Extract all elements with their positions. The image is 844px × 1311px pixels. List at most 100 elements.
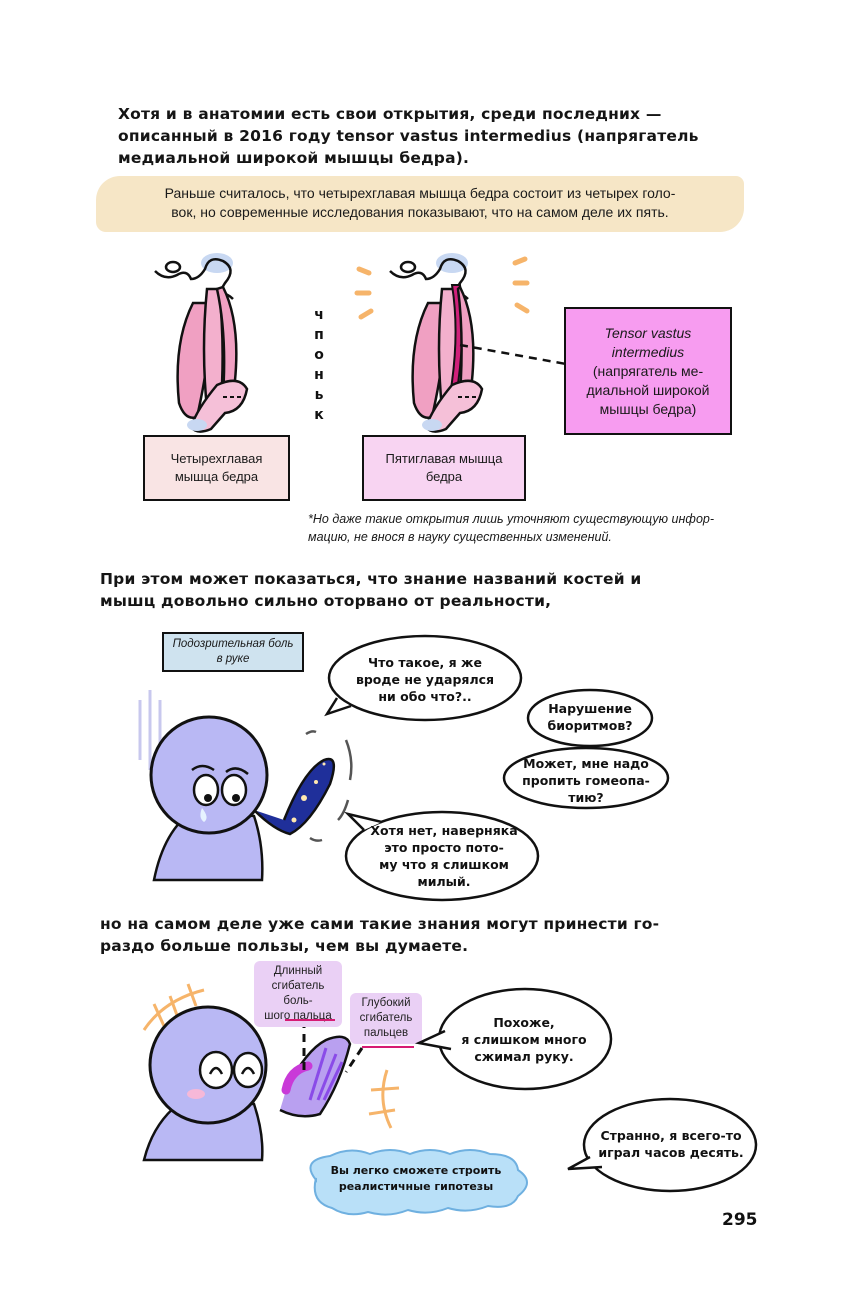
dashed-line: [459, 343, 567, 366]
bubble-3-text: Может, мне надо пропить гомеопа- тию?: [506, 755, 666, 806]
label-line: мышца бедра: [174, 469, 259, 484]
bubble-line: сжимал руку.: [474, 1049, 574, 1064]
speech-bubble-2: [526, 688, 654, 748]
quadriceps-label-box: Четырехглавая мышца бедра: [143, 435, 290, 501]
intro-line: Хотя и в анатомии есть свои открытия, ср…: [118, 105, 662, 123]
paragraph-3: но на самом деле уже сами такие знания м…: [100, 913, 760, 957]
callout-line: мышцы бедра): [599, 400, 697, 417]
bubble-line: му что я слишком: [379, 857, 509, 872]
dashed-line: [344, 1047, 364, 1073]
thought-cloud: [309, 1149, 528, 1216]
cloud-line: реалистичные гипотезы: [338, 1180, 494, 1193]
footnote-line: *Но даже такие открытия лишь уточняют су…: [308, 512, 715, 526]
speech-bubble-3: [502, 746, 670, 810]
five-headed-muscle-illustration: [389, 253, 484, 433]
speech-bubble-6: [567, 1097, 758, 1193]
sparkle-dash: [514, 302, 530, 314]
paragraph-line: мышц довольно сильно оторвано от реально…: [100, 592, 552, 610]
footnote-line: мацию, не внося в науку существенных изм…: [308, 530, 612, 544]
bone-shade: [187, 419, 207, 431]
bubble-line: Что такое, я же: [368, 655, 482, 670]
bubble-2-text: Нарушение биоритмов?: [530, 700, 650, 734]
callout-pointer: [459, 343, 567, 366]
sparkle-dash: [358, 308, 374, 320]
speech-bubble-5: [414, 987, 613, 1091]
vertical-letter: к: [314, 407, 324, 423]
tag-line: шого пальца: [264, 1010, 332, 1022]
tag-line: Длинный: [273, 965, 323, 977]
bubble-line: я слишком много: [461, 1032, 587, 1047]
flexor-tendons: [308, 1047, 344, 1101]
callout-line: (напрягатель ме-: [592, 362, 704, 379]
bubble-line: Нарушение: [548, 701, 632, 716]
vertical-word: ч п о н ь к: [309, 305, 329, 425]
eye-icon: [198, 1050, 234, 1090]
banner-line: Раньше считалось, что четырехглавая мышц…: [164, 185, 676, 201]
cloud-line: Вы легко сможете строить: [330, 1164, 502, 1177]
vertical-letter: о: [314, 347, 324, 363]
sparkle-dash: [356, 266, 372, 276]
blush: [187, 1089, 205, 1099]
bubble-line: Похоже,: [493, 1015, 555, 1030]
bubble-line: Хотя нет, наверняка: [370, 823, 518, 838]
sparkle-squiggle: [368, 1069, 400, 1129]
paragraph-line: При этом может показаться, что знание на…: [100, 570, 642, 588]
sparkle-marks: [142, 983, 205, 1031]
underline-mark: [285, 1019, 335, 1021]
bubble-line: это просто пото-: [384, 840, 504, 855]
tag-line: сгибатель боль-: [271, 980, 325, 1007]
tear-icon: [200, 808, 207, 822]
label-line: бедра: [425, 469, 463, 484]
paragraph-line: раздо больше пользы, чем вы думаете.: [100, 937, 469, 955]
knee-bone: [424, 379, 484, 433]
bubble-line: пропить гомеопа-: [522, 773, 650, 788]
galaxy-hand: [253, 757, 336, 836]
page-number: 295: [722, 1210, 758, 1230]
eyebrow: [225, 767, 249, 775]
underline-mark: [362, 1046, 414, 1048]
bubble-4-text: Хотя нет, наверняка это просто пото- му …: [362, 822, 526, 890]
intro-line: описанный в 2016 году tensor vastus inte…: [118, 127, 699, 145]
bubble-line: Странно, я всего-то: [600, 1128, 742, 1143]
bone-hole: [164, 260, 182, 274]
label-line: Четырехглавая: [170, 451, 263, 466]
pain-caption-box: Подозрительная боль в руке: [162, 632, 304, 672]
bone-shade: [422, 419, 442, 431]
deep-flexor-tag: Глубокий сгибатель пальцев: [350, 993, 422, 1044]
intro-line: медиальной широкой мышцы бедра).: [118, 149, 470, 167]
tag-line: Глубокий: [361, 997, 411, 1009]
speech-bubble-4: [344, 810, 540, 902]
closed-eye: [208, 1066, 224, 1075]
eye-icon: [220, 773, 248, 807]
worried-character: [138, 690, 353, 882]
vertical-letter: ь: [314, 387, 324, 403]
bone-shade: [436, 253, 468, 273]
bone-hole: [399, 260, 417, 274]
stars: [291, 762, 326, 823]
cloud-text: Вы легко сможете строить реалистичные ги…: [316, 1163, 516, 1195]
label-line: Пятиглавая мышца: [385, 451, 503, 466]
sparkle-dash: [512, 256, 528, 266]
bubble-line: биоритмов?: [547, 718, 633, 733]
callout-line: диальной широкой: [586, 381, 710, 398]
happy-character: [142, 983, 352, 1162]
bubble-line: милый.: [417, 874, 471, 889]
eye-icon: [232, 1051, 264, 1089]
closed-eye: [240, 1066, 256, 1075]
sparkle-marks: [354, 256, 530, 320]
bubble-line: Может, мне надо: [523, 756, 649, 771]
quadriceps-illustration: [154, 253, 249, 433]
paragraph-line: но на самом деле уже сами такие знания м…: [100, 915, 660, 933]
pain-aura: [305, 730, 353, 842]
bubble-line: ни обо что?..: [378, 689, 472, 704]
long-flexor-tag: Длинный сгибатель боль- шого пальца: [254, 961, 342, 1027]
bubble-line: играл часов десять.: [598, 1145, 744, 1160]
info-banner: Раньше считалось, что четырехглавая мышц…: [96, 176, 744, 232]
speech-bubble-1: [324, 634, 523, 722]
bubble-5-text: Похоже, я слишком много сжимал руку.: [448, 1014, 600, 1065]
callout-line: Tensor vastus: [604, 324, 692, 341]
bubble-line: вроде не ударялся: [355, 672, 495, 687]
tensor-vastus-callout: Tensor vastus intermedius (напрягатель м…: [564, 307, 732, 435]
banner-line: вок, но современные исследования показыв…: [171, 204, 669, 220]
vertical-letter: н: [314, 367, 324, 383]
